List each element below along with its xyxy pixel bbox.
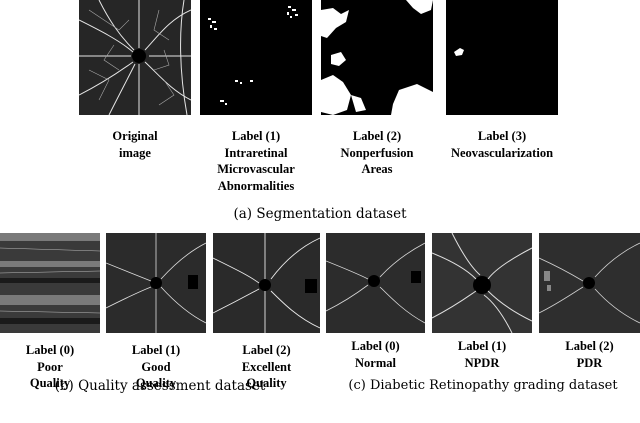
panel-label-npdr: Label (1)NPDR [457,339,507,370]
quality-excellent-image [213,233,320,333]
poor-quality-scan-graphic [0,233,100,333]
neovascularization-mask-graphic [446,0,558,115]
original-oct-image [79,0,191,115]
npdr-retina-graphic [432,233,532,333]
good-quality-scan-graphic [106,233,206,333]
pdr-retina-graphic [539,233,640,333]
caption-quality: (b) Quality assessment dataset [54,378,266,394]
grading-normal-image [326,233,425,333]
quality-poor-image [0,233,100,333]
nonperfusion-label-mask [321,0,433,115]
nonperfusion-mask-graphic [321,0,433,115]
normal-retina-graphic [326,233,425,333]
neovascularization-label-mask [446,0,558,115]
panel-label-pdr: Label (2)PDR [565,339,614,370]
panel-label-normal: Label (0)Normal [351,339,400,370]
irma-mask-graphic [200,0,312,115]
caption-segmentation: (a) Segmentation dataset [233,206,407,222]
irma-label-mask [200,0,312,115]
excellent-quality-scan-graphic [213,233,320,333]
grading-npdr-image [432,233,532,333]
panel-label-nonperfusion: Label (2)Nonperfusion Areas [340,129,414,176]
quality-good-image [106,233,206,333]
retina-vessels-graphic [79,0,191,115]
caption-grading: (c) Diabetic Retinopathy grading dataset [348,378,618,393]
panel-label-neovascularization: Label (3)Neovascularization [450,129,554,160]
grading-pdr-image [539,233,640,333]
